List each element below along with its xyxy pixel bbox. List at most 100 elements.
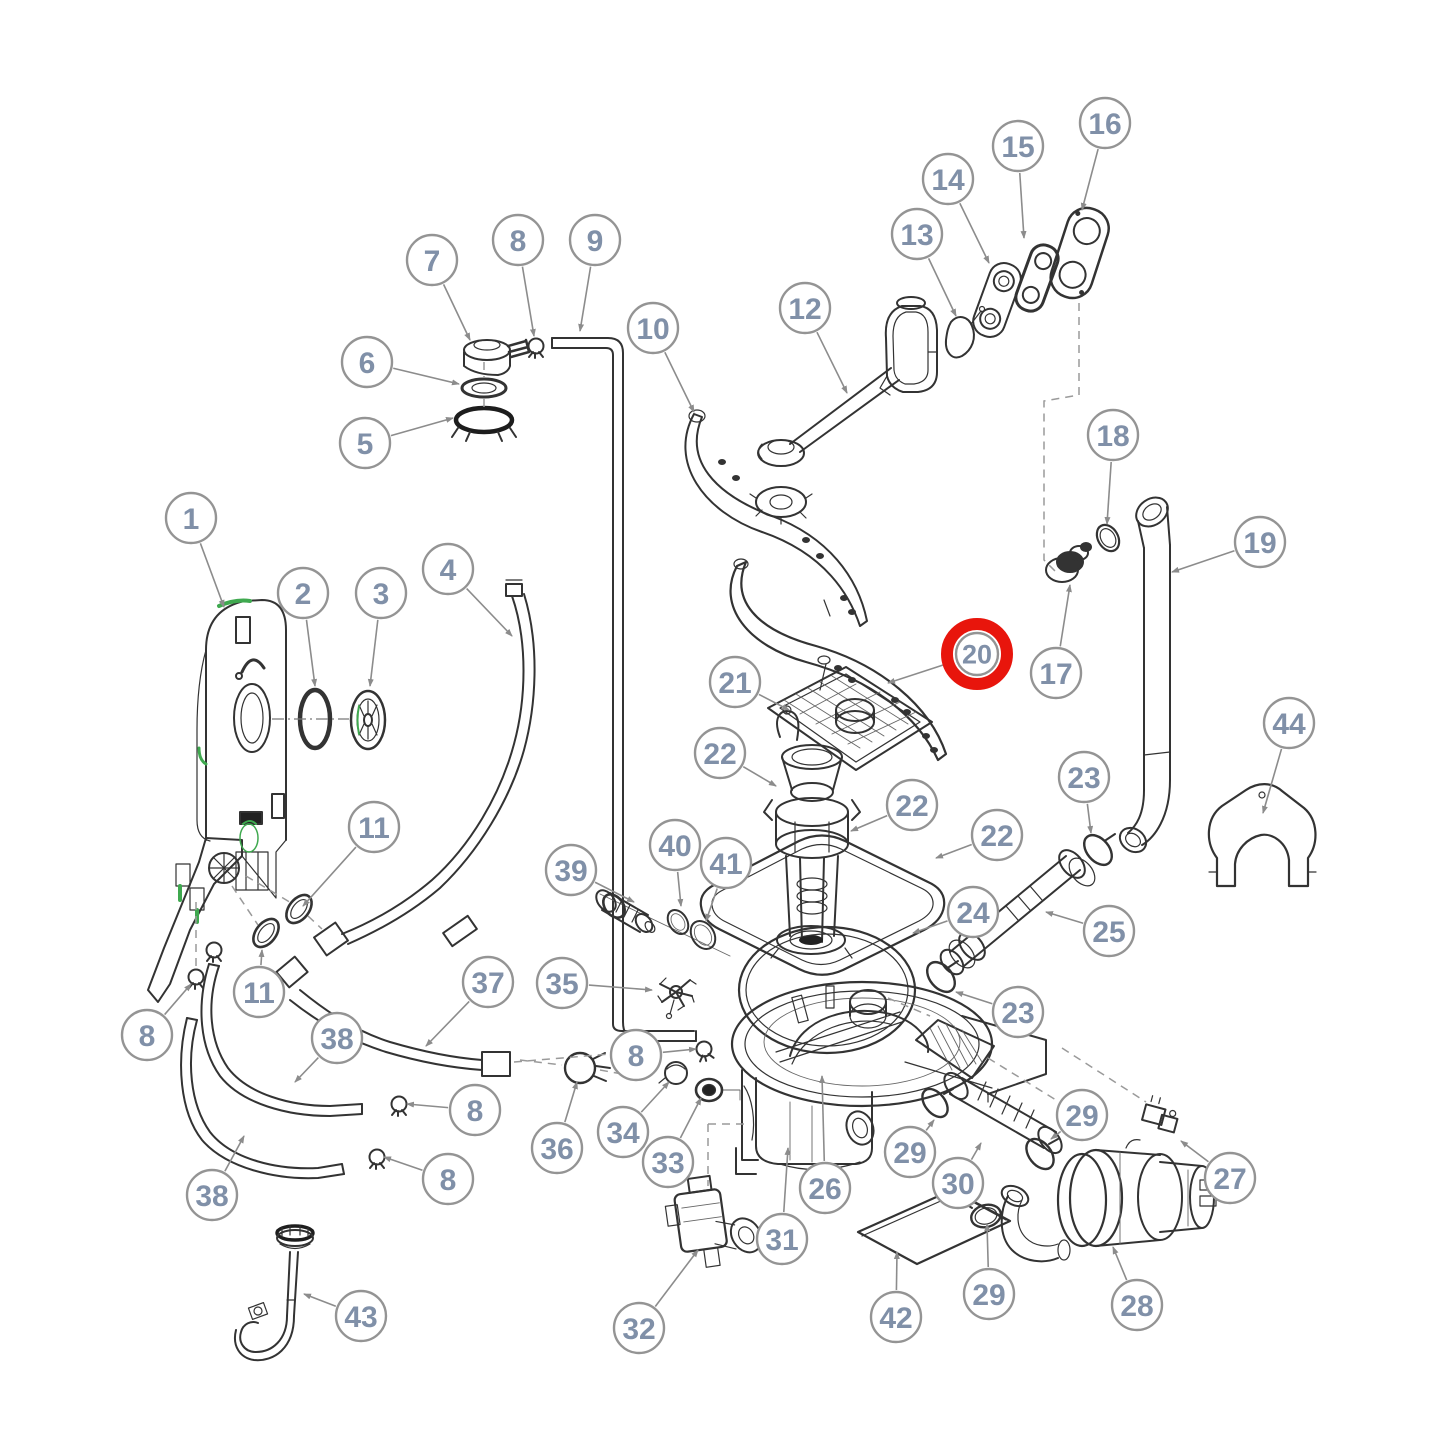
part-41-oring-drawing [689, 920, 717, 950]
callout-43[interactable]: 43 [303, 1289, 388, 1343]
callout-circle [954, 631, 1000, 677]
callout-22[interactable]: 22 [935, 808, 1024, 862]
leader-line [224, 1135, 245, 1172]
callout-25[interactable]: 25 [1045, 904, 1136, 958]
callout-11[interactable]: 11 [302, 800, 401, 907]
callout-42[interactable]: 42 [869, 1251, 923, 1344]
callout-circle [991, 985, 1045, 1039]
callout-circle [185, 1168, 239, 1222]
callout-18[interactable]: 18 [1086, 408, 1140, 525]
leader-line [1080, 148, 1099, 211]
callout-8[interactable]: 8 [406, 1083, 502, 1137]
callout-number: 22 [703, 738, 736, 771]
callout-number: 13 [900, 219, 933, 252]
part-1-housing-drawing [147, 598, 287, 1003]
callout-5[interactable]: 5 [338, 416, 454, 470]
callout-35[interactable]: 35 [535, 956, 653, 1010]
callout-number: 44 [1272, 708, 1306, 741]
callout-31[interactable]: 31 [755, 1147, 809, 1266]
callout-22[interactable]: 22 [693, 726, 777, 787]
leader-line [959, 202, 990, 264]
callout-circle [699, 836, 753, 890]
callout-23[interactable]: 23 [955, 985, 1045, 1039]
callout-38[interactable]: 38 [294, 1011, 364, 1083]
callout-4[interactable]: 4 [421, 542, 513, 637]
callout-circle [276, 566, 330, 620]
callout-32[interactable]: 32 [612, 1249, 699, 1355]
callout-28[interactable]: 28 [1110, 1246, 1164, 1332]
callout-23[interactable]: 23 [1057, 750, 1111, 834]
callout-circle [1233, 515, 1287, 569]
callout-26[interactable]: 26 [798, 1075, 852, 1215]
callout-2[interactable]: 2 [276, 566, 330, 687]
callout-27[interactable]: 27 [1180, 1140, 1257, 1205]
callout-11[interactable]: 11 [232, 949, 286, 1019]
callout-20-highlighted[interactable]: 20 [887, 618, 1013, 690]
callout-circle [1082, 904, 1136, 958]
callout-40[interactable]: 40 [648, 818, 702, 907]
callout-8[interactable]: 8 [120, 983, 192, 1062]
callout-circle [535, 956, 589, 1010]
callout-1[interactable]: 1 [164, 491, 225, 608]
callout-24[interactable]: 24 [912, 885, 1000, 939]
callout-8[interactable]: 8 [383, 1152, 475, 1206]
callout-3[interactable]: 3 [354, 566, 408, 687]
callout-circle [405, 233, 459, 287]
callout-38[interactable]: 38 [185, 1135, 245, 1222]
callout-number: 17 [1039, 658, 1072, 691]
leader-line [850, 814, 888, 832]
leader-line [927, 258, 957, 317]
callout-number: 6 [359, 347, 376, 380]
callout-number: 33 [651, 1147, 684, 1180]
callout-33[interactable]: 33 [641, 1097, 702, 1189]
callout-circle [991, 119, 1045, 173]
callout-34[interactable]: 34 [596, 1081, 670, 1159]
callout-7[interactable]: 7 [405, 233, 471, 341]
part-38-hose-lower-drawing [180, 1017, 345, 1180]
part-3-seal-wheel-drawing [349, 689, 387, 751]
part-21-filter-plate-drawing [767, 655, 933, 771]
callout-39[interactable]: 39 [544, 843, 635, 903]
callout-6[interactable]: 6 [340, 335, 460, 389]
callout-29[interactable]: 29 [1050, 1088, 1109, 1142]
callout-circle [232, 965, 286, 1019]
callout-8[interactable]: 8 [609, 1028, 697, 1082]
part-14-plate-drawing [972, 262, 1022, 338]
leader-line [1018, 172, 1027, 239]
callout-12[interactable]: 12 [778, 281, 848, 394]
callout-17[interactable]: 17 [1029, 584, 1083, 700]
callout-number: 8 [510, 225, 527, 258]
part-6-gasket-drawing [460, 377, 508, 399]
callout-number: 28 [1120, 1290, 1153, 1323]
leader-line [1180, 1140, 1209, 1163]
callout-15[interactable]: 15 [991, 119, 1045, 239]
leader-line [679, 1097, 702, 1139]
leader-line [258, 949, 265, 966]
callout-number: 5 [357, 428, 374, 461]
callout-9[interactable]: 9 [568, 213, 622, 332]
callout-29[interactable]: 29 [962, 1223, 1016, 1321]
leader-line [383, 1156, 423, 1171]
callout-19[interactable]: 19 [1171, 515, 1287, 573]
callout-13[interactable]: 13 [890, 207, 957, 317]
callout-number: 38 [195, 1180, 228, 1213]
callout-44[interactable]: 44 [1262, 696, 1316, 814]
callout-37[interactable]: 37 [425, 955, 515, 1047]
leader-line [406, 1101, 449, 1109]
callout-29[interactable]: 29 [883, 1119, 937, 1179]
callout-number: 21 [718, 667, 751, 700]
callout-14[interactable]: 14 [921, 152, 990, 264]
callout-30[interactable]: 30 [931, 1142, 985, 1210]
callout-21[interactable]: 21 [708, 655, 790, 711]
parts-artwork-layer [147, 206, 1317, 1362]
part-10-upper-spray-arm-drawing [684, 409, 868, 627]
callout-number: 16 [1088, 108, 1121, 141]
leader-line [654, 1249, 699, 1307]
callout-circle [1029, 646, 1083, 700]
callout-8[interactable]: 8 [491, 213, 545, 337]
callout-10[interactable]: 10 [626, 301, 695, 413]
callout-22[interactable]: 22 [850, 778, 939, 832]
callout-16[interactable]: 16 [1078, 96, 1132, 211]
callout-41[interactable]: 41 [699, 836, 753, 922]
callout-36[interactable]: 36 [530, 1081, 584, 1175]
